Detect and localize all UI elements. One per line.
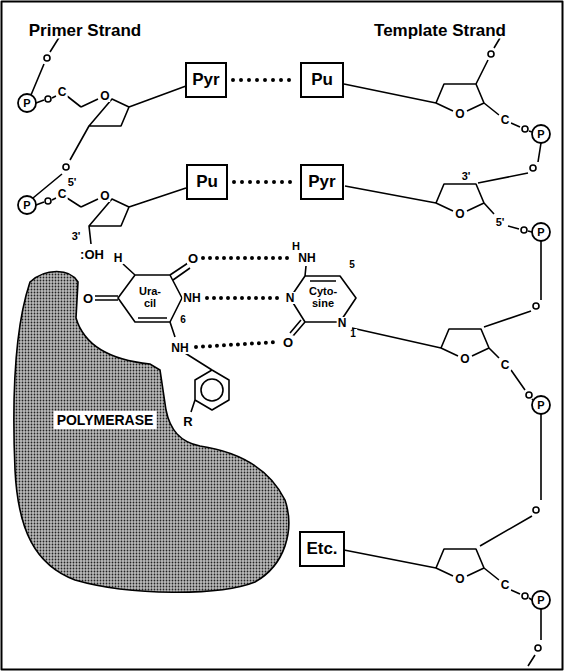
atom-label: NH (182, 292, 201, 304)
atom-label: O (454, 573, 465, 585)
atom-label: O (187, 252, 199, 265)
polymerase-outline (12, 265, 312, 600)
enzyme-label: POLYMERASE (54, 411, 157, 429)
atom-label: O (459, 353, 470, 365)
phenyl-ring (185, 353, 229, 412)
atom-label: 3' (461, 171, 472, 182)
atom-label: P (23, 200, 30, 211)
atom-label: C (500, 579, 511, 591)
atom-label: H (113, 252, 124, 264)
atom-label: C (500, 359, 511, 371)
base-box: Pyr (300, 164, 344, 200)
phenyl-ring (201, 379, 223, 401)
atom-label: H (291, 241, 301, 252)
strand-heading: Primer Strand (28, 22, 142, 39)
hydrogen-bond (233, 78, 294, 82)
atom-label: O (99, 190, 110, 202)
atom-label: O (282, 336, 294, 349)
atom-label: C (57, 188, 68, 200)
hydrogen-bond (196, 258, 291, 347)
atom-label: C (500, 114, 511, 126)
uracil-ring (95, 263, 190, 337)
atom-label: P (537, 227, 544, 238)
atom-label: P (537, 400, 544, 411)
atom-label: N (337, 317, 348, 329)
atom-label: :OH (79, 248, 105, 261)
atom-label: R (182, 415, 193, 428)
base-box: Pu (186, 164, 228, 200)
atom-label: P (23, 98, 30, 109)
atom-label: 6 (179, 315, 187, 325)
atom-label: P (537, 595, 544, 606)
atom-label: P (537, 129, 544, 140)
base-box: Pyr (185, 62, 227, 98)
atom-label: O (454, 108, 465, 120)
base-label: Pyr (192, 70, 219, 90)
atom-label: Cyto- sine (305, 286, 341, 309)
atom-label: O (82, 292, 94, 305)
cytosine-ring (290, 266, 356, 336)
strand-heading: Template Strand (373, 22, 507, 39)
base-label: Etc. (306, 539, 337, 559)
hydrogen-bond (234, 180, 294, 184)
atom-label: C (57, 86, 68, 98)
polymerase-blob: POLYMERASE (12, 265, 312, 600)
atom-label: 3' (71, 231, 82, 242)
atom-label: 5' (67, 177, 78, 188)
atom-label: NH (170, 342, 189, 354)
atom-label: NH (297, 252, 316, 264)
base-label: Pu (311, 70, 333, 90)
atom-label: Ura- cil (134, 286, 166, 309)
polymerase-outline (14, 272, 289, 593)
base-label: Pu (196, 172, 218, 192)
atom-label: 5 (348, 260, 356, 270)
base-box: Etc. (299, 531, 345, 567)
base-label: Pyr (308, 172, 335, 192)
atom-label: 5' (495, 217, 506, 228)
base-box: Pu (300, 62, 344, 98)
atom-label: O (454, 208, 465, 220)
atom-label: 1 (349, 329, 357, 339)
primer-backbone (31, 36, 186, 244)
atom-label: O (99, 90, 110, 102)
template-backbone (344, 38, 541, 666)
atom-label: N (285, 292, 296, 304)
